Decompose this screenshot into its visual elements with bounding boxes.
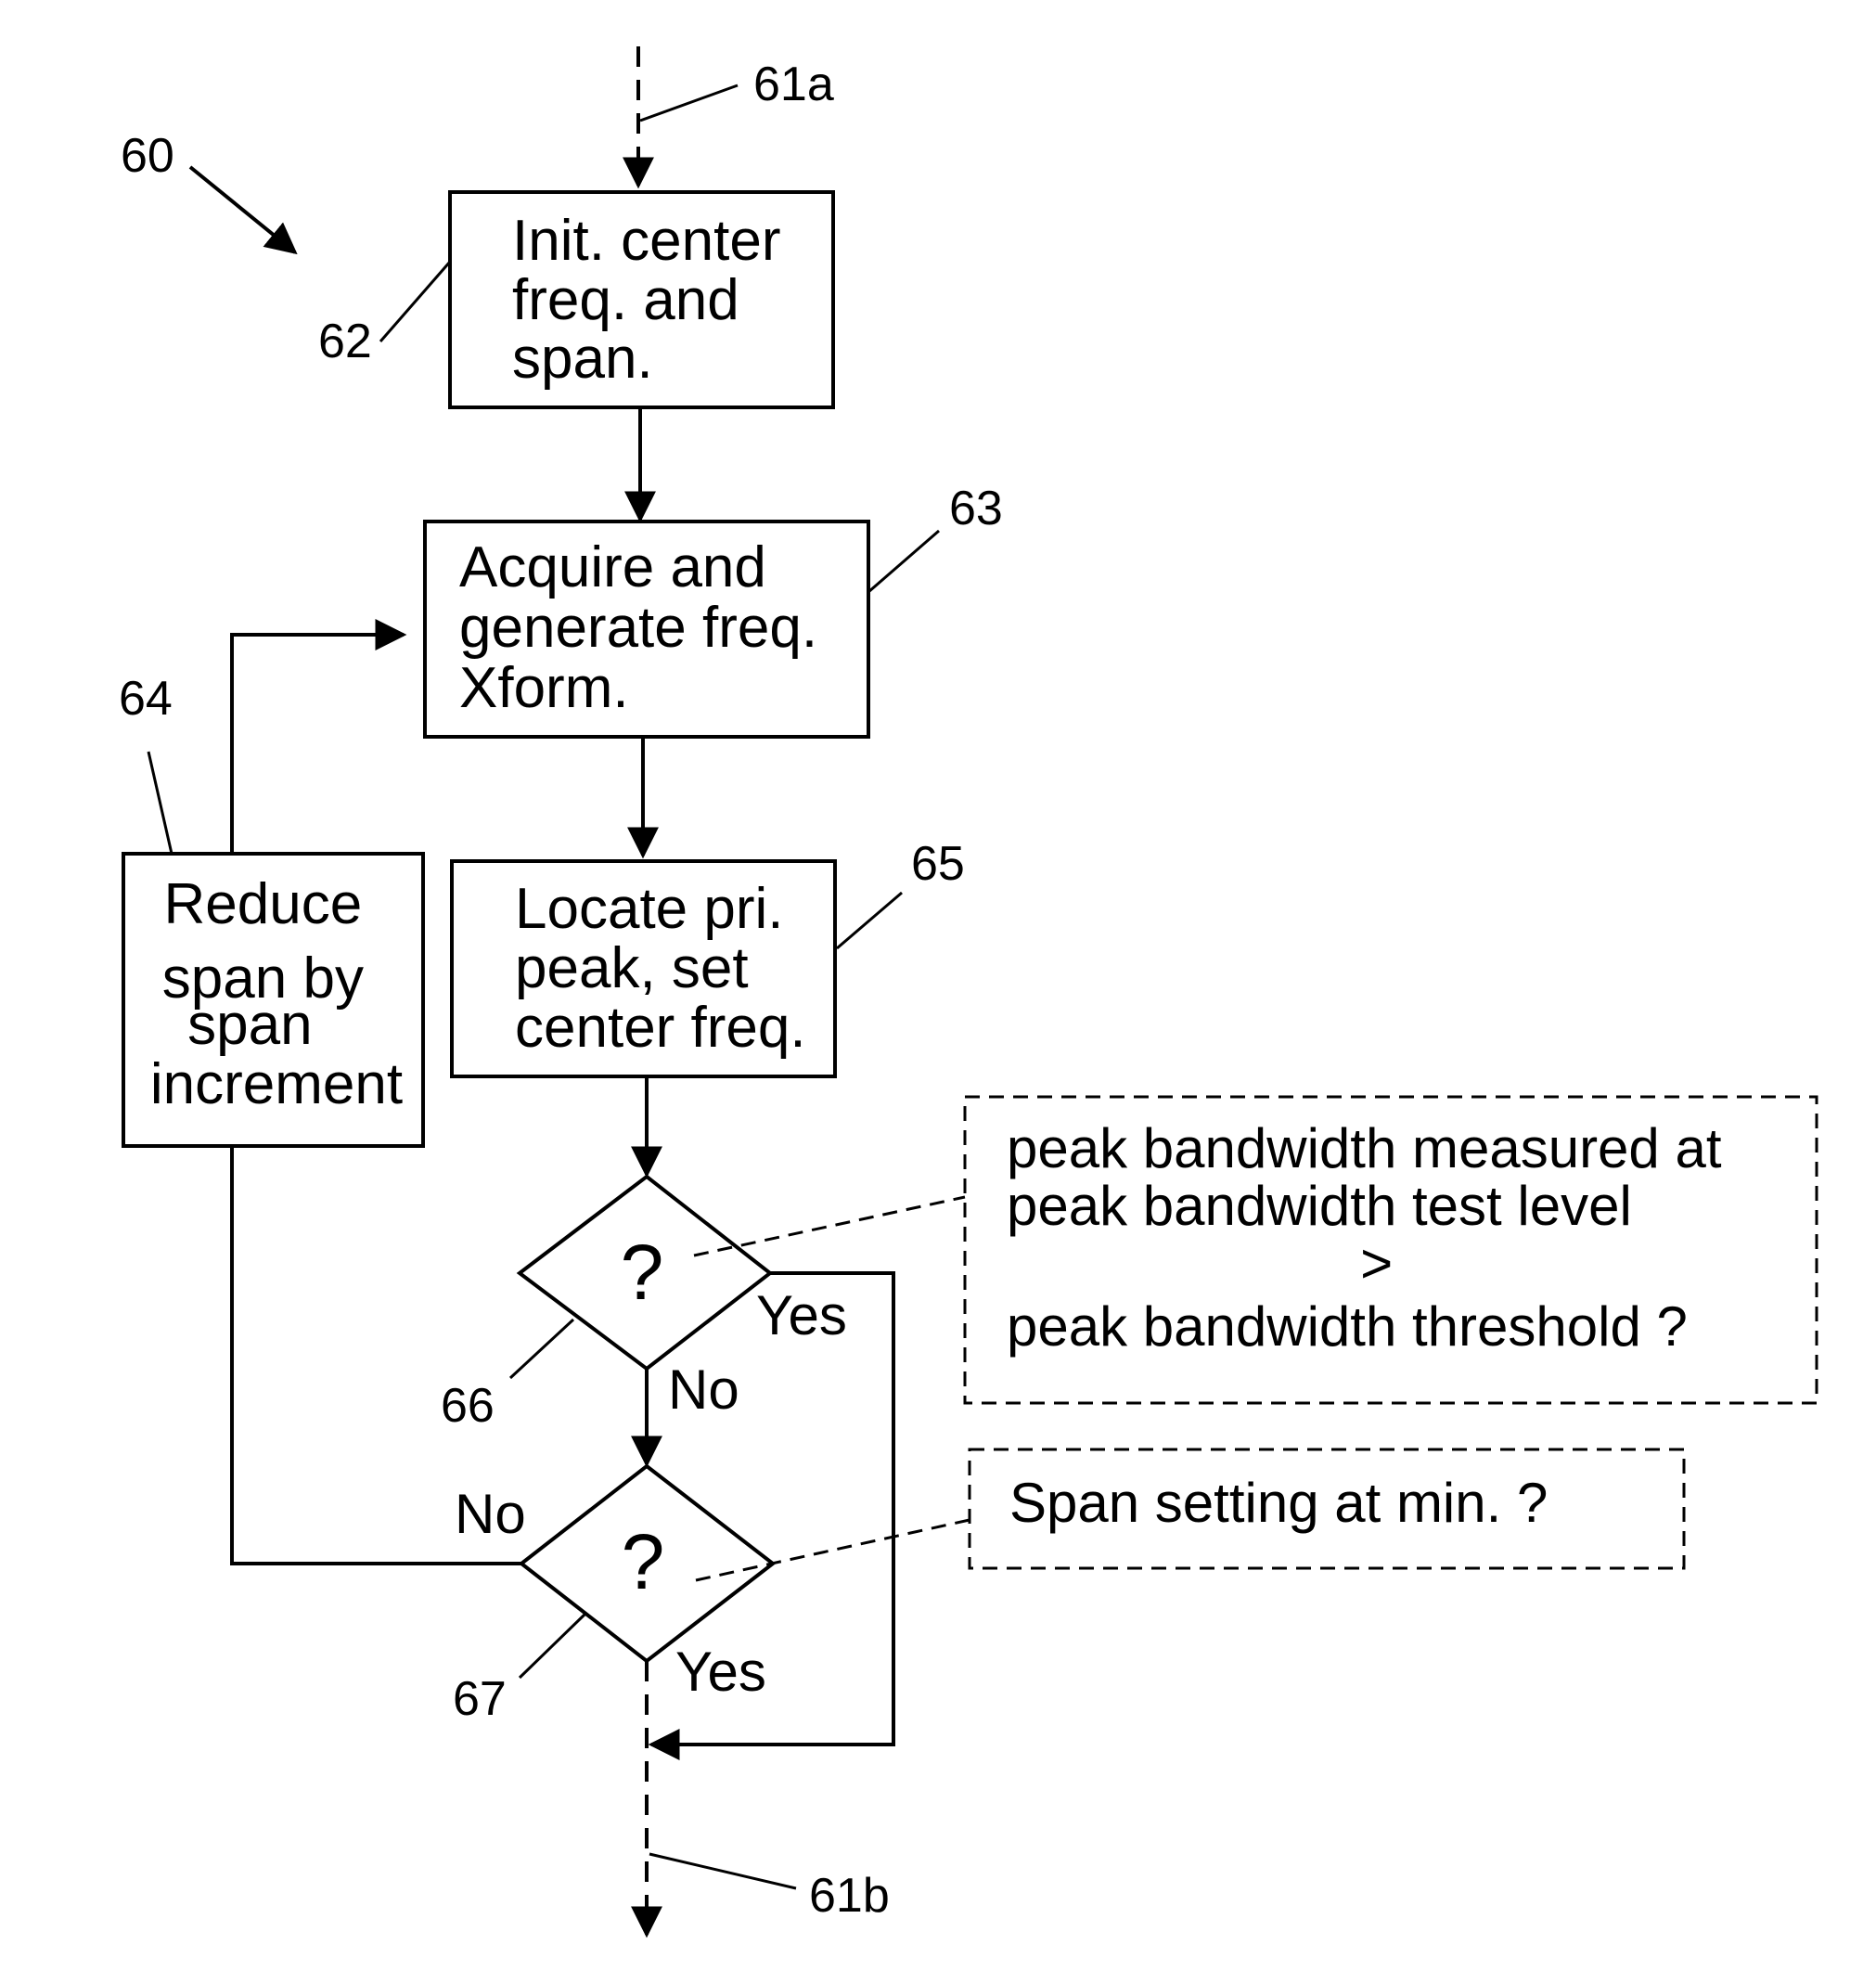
reduce-box-text: Reduce span by span increment: [150, 872, 403, 1116]
ref-init-box: 62: [318, 315, 372, 368]
bandwidth-note-line-2: peak bandwidth test level: [1007, 1175, 1632, 1237]
span-decision-symbol: ?: [622, 1518, 665, 1605]
ref-locate-box: 65: [911, 837, 965, 891]
ref-span-decision: 67: [453, 1672, 507, 1726]
acquire-leader: [868, 531, 939, 592]
init-line-2: freq. and: [512, 268, 739, 332]
span-decision-leader: [520, 1615, 585, 1678]
init-leader: [380, 262, 450, 341]
exit-leader: [649, 1854, 796, 1888]
bandwidth-note-line-1: peak bandwidth measured at: [1007, 1117, 1722, 1179]
span-note-connector: [696, 1520, 970, 1580]
arrow-reduce-to-acquire: [232, 635, 404, 854]
init-line-1: Init. center: [512, 209, 780, 273]
init-box-text: Init. center freq. and span.: [512, 209, 797, 391]
locate-box-text: Locate pri. peak, set center freq.: [515, 877, 806, 1060]
reduce-line-3: span: [187, 993, 312, 1057]
span-decision-no-label: No: [455, 1483, 526, 1545]
locate-line-2: peak, set: [515, 936, 749, 1000]
reduce-line-1: Reduce: [164, 872, 363, 936]
bandwidth-note-line-3: >: [1360, 1232, 1393, 1294]
ref-entry: 61a: [753, 58, 834, 111]
bandwidth-decision-yes-label: Yes: [756, 1284, 847, 1346]
bandwidth-decision-no-label: No: [668, 1358, 739, 1421]
bandwidth-note-text: peak bandwidth measured at peak bandwidt…: [1007, 1117, 1737, 1358]
locate-line-1: Locate pri.: [515, 877, 784, 941]
acquire-line-2: generate freq.: [459, 596, 817, 660]
ref-bandwidth-decision: 66: [441, 1379, 495, 1433]
figure-label-arrow: [190, 167, 295, 252]
acquire-line-3: Xform.: [459, 656, 629, 720]
init-line-3: span.: [512, 327, 653, 391]
acquire-line-1: Acquire and: [459, 535, 766, 599]
reduce-leader: [148, 752, 172, 854]
locate-leader: [837, 893, 902, 948]
reduce-line-4: increment: [150, 1052, 403, 1116]
ref-exit: 61b: [809, 1869, 890, 1923]
span-note-line-1: Span setting at min. ?: [1009, 1472, 1548, 1534]
locate-line-3: center freq.: [515, 996, 806, 1060]
span-note-text: Span setting at min. ?: [1009, 1472, 1548, 1534]
span-decision-yes-label: Yes: [675, 1641, 766, 1703]
ref-reduce-box: 64: [119, 672, 173, 726]
bandwidth-decision-symbol: ?: [621, 1229, 664, 1316]
acquire-box-text: Acquire and generate freq. Xform.: [459, 535, 833, 720]
figure-label: 60: [121, 129, 174, 183]
bandwidth-note-line-4: peak bandwidth threshold ?: [1007, 1295, 1688, 1358]
entry-leader: [640, 85, 738, 121]
ref-acquire-box: 63: [949, 482, 1003, 535]
bandwidth-decision-leader: [510, 1320, 573, 1378]
